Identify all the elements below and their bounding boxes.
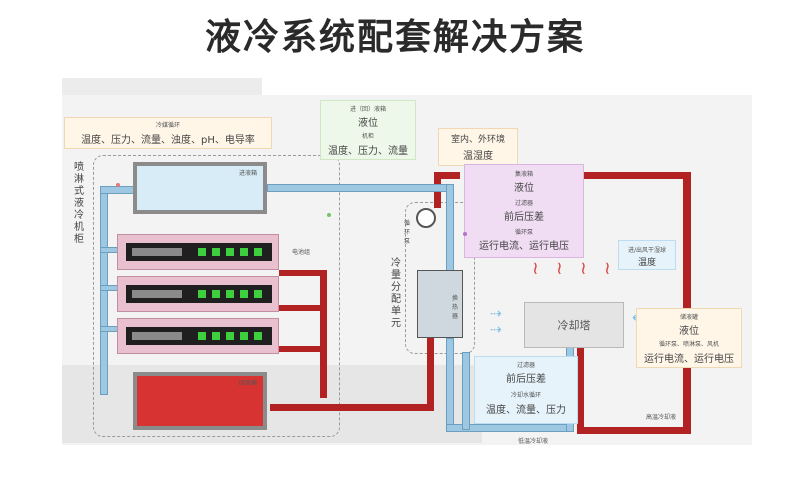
tag-value: 前后压差: [506, 374, 546, 385]
high-temp-pipe-label: 高温冷却液: [646, 414, 677, 421]
heat-wave-icon: ≀: [556, 258, 563, 279]
cooling-tower: 冷却塔: [524, 302, 624, 348]
cool-pipe-down: [446, 184, 454, 274]
hot-pipe-top: [582, 172, 690, 179]
air-temp-tag: 进/出风干湿球 温度: [618, 240, 676, 270]
tag-value: 运行电流、运行电压: [479, 241, 569, 252]
cool-pipe-cdu-vertical: [462, 352, 470, 430]
hot-pipe-bottom: [577, 427, 691, 434]
connector-dot: [463, 232, 467, 236]
tag-value: 前后压差: [504, 212, 544, 223]
tag-heading: 冷媒循环: [155, 122, 180, 129]
tag-heading: 循环泵: [514, 229, 533, 236]
cooling-loop-tag: 过滤器 前后压差 冷却水循环 温度、流量、压力: [474, 356, 578, 424]
air-flow-icon: ⇢: [490, 306, 502, 322]
tag-items: 温度、压力、流量、浊度、pH、电导率: [81, 135, 255, 146]
server-in-3: [100, 326, 118, 332]
pump-icon: [416, 208, 436, 228]
tag-level: 液位: [679, 326, 699, 337]
tag-heading: 室内、外环境: [450, 135, 505, 145]
server-label: 电池组: [292, 249, 311, 256]
hot-pipe-down: [577, 348, 584, 434]
tank-out-top: [100, 186, 134, 194]
exchanger-label: 换热器: [452, 295, 459, 320]
tank-tag: 进（回）液箱 液位 机柜 温度、压力、流量: [320, 100, 416, 160]
page-title: 液冷系统配套解决方案: [204, 17, 585, 58]
cool-pipe-top: [267, 184, 453, 192]
tank-out-vertical: [100, 190, 108, 395]
server-out-3: [279, 346, 327, 352]
tower-tag: 储液罐 液位 循环泵、喷淋泵、风机 运行电流、运行电压: [636, 308, 742, 368]
tag-value: 温度: [637, 258, 656, 268]
tag-heading: 储液罐: [679, 314, 698, 321]
server-in-2: [100, 285, 118, 291]
connector-dot: [327, 213, 331, 217]
return-hot-bottom: [270, 404, 434, 411]
server-out-2: [279, 305, 327, 311]
air-flow-icon: ⇢: [490, 322, 502, 338]
tag-heading: 集液箱: [514, 171, 533, 178]
server-out-vertical: [320, 270, 327, 398]
tag-value: 温湿度: [463, 151, 493, 162]
connector-dot: [116, 183, 120, 187]
tag-value: 液位: [514, 183, 534, 194]
tag-heading: 过滤器: [514, 200, 533, 207]
pump-label: 循环泵: [404, 220, 411, 245]
tag-heading: 冷却水循环: [510, 392, 541, 399]
heat-wave-icon: ≀: [604, 258, 611, 279]
server-in-1: [100, 247, 118, 253]
tag-heading: 进（回）液箱: [349, 106, 386, 113]
tag-heading: 过滤器: [516, 362, 535, 369]
tag-value: 温度、流量、压力: [486, 405, 566, 416]
cabinet-side-label: 喷淋式液冷机柜: [74, 162, 84, 245]
supply-tank: 进液箱: [133, 162, 267, 214]
server-unit: [117, 276, 279, 312]
server-unit: [117, 318, 279, 354]
collector-tag: 集液箱 液位 过滤器 前后压差 循环泵 运行电流、运行电压: [464, 164, 584, 258]
return-hot-vertical: [427, 338, 434, 410]
hot-pipe-vertical-right: [683, 172, 691, 434]
heat-exchanger: 换热器: [417, 270, 463, 338]
cdu-hot-out: [434, 172, 460, 179]
server-out-1: [279, 270, 327, 276]
return-tank-label: 回液箱: [238, 380, 257, 387]
low-temp-pipe-label: 低温冷却液: [518, 438, 549, 445]
tag-sub: 机柜: [361, 133, 374, 140]
heat-wave-icon: ≀: [580, 258, 587, 279]
tag-sub: 循环泵、喷淋泵、风机: [658, 341, 719, 348]
tag-heading: 进/出风干湿球: [627, 247, 667, 254]
env-tag: 室内、外环境 温湿度: [438, 128, 518, 166]
tag-level: 液位: [358, 118, 378, 129]
cabinet-outline: [93, 155, 340, 437]
cool-pipe-cdu: [446, 338, 454, 430]
tag-items: 运行电流、运行电压: [644, 354, 734, 365]
return-tank: 回液箱: [133, 372, 267, 430]
supply-tank-label: 进液箱: [238, 170, 257, 177]
tag-items: 温度、压力、流量: [328, 146, 408, 157]
cdu-label: 冷量分配单元: [391, 258, 401, 329]
refrigerant-loop-tag: 冷媒循环 温度、压力、流量、浊度、pH、电导率: [64, 117, 272, 149]
server-unit: [117, 234, 279, 270]
tower-label: 冷却塔: [557, 319, 591, 332]
heat-wave-icon: ≀: [532, 258, 539, 279]
